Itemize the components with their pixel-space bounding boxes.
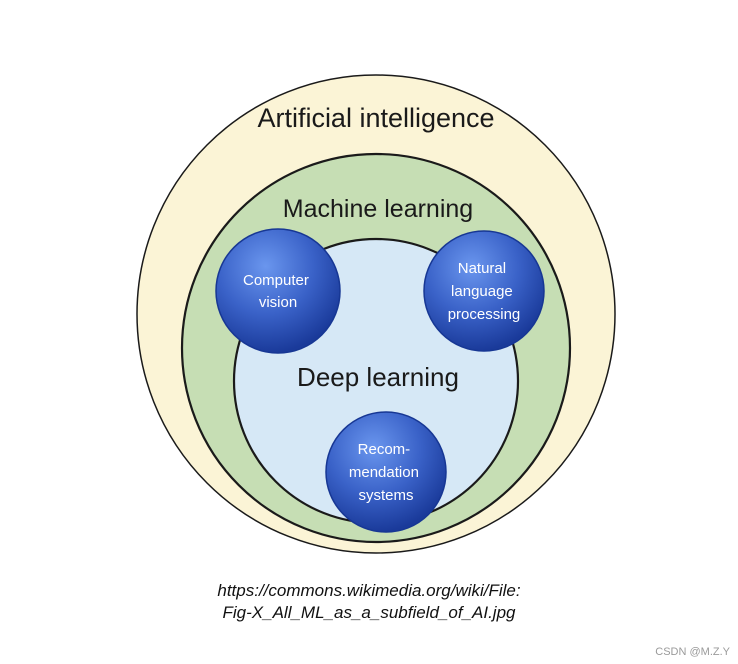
caption-line-1: https://commons.wikimedia.org/wiki/File: bbox=[217, 581, 521, 600]
bubble-line: vision bbox=[259, 294, 297, 311]
bubble-line: systems bbox=[358, 487, 413, 504]
ai-label: Artificial intelligence bbox=[257, 103, 494, 133]
svg-text:Computer vision: Computer vision bbox=[243, 272, 313, 311]
bubble-line: Recom- bbox=[358, 441, 411, 458]
bubble-line: language bbox=[451, 283, 513, 300]
source-caption: https://commons.wikimedia.org/wiki/File:… bbox=[0, 580, 738, 624]
caption-line-2: Fig-X_All_ML_as_a_subfield_of_AI.jpg bbox=[222, 603, 516, 622]
bubble-line: Natural bbox=[458, 260, 506, 277]
bubble-recommendation: Recom- mendation systems bbox=[325, 411, 447, 533]
bubble-computer-vision: Computer vision bbox=[215, 228, 341, 354]
bubble-nlp: Natural language processing bbox=[423, 230, 545, 352]
dl-label: Deep learning bbox=[297, 362, 459, 392]
ml-label: Machine learning bbox=[283, 195, 473, 223]
svg-text:Recom- mendation s: Recom- mendation systems bbox=[349, 441, 423, 504]
bubble-line: processing bbox=[448, 306, 521, 323]
svg-text:Natural language p: Natural language processing bbox=[448, 260, 521, 323]
bubble-line: mendation bbox=[349, 464, 419, 481]
watermark: CSDN @M.Z.Y bbox=[655, 646, 730, 658]
bubble-line: Computer bbox=[243, 272, 309, 289]
venn-diagram: Artificial intelligence Machine learning… bbox=[136, 74, 616, 554]
